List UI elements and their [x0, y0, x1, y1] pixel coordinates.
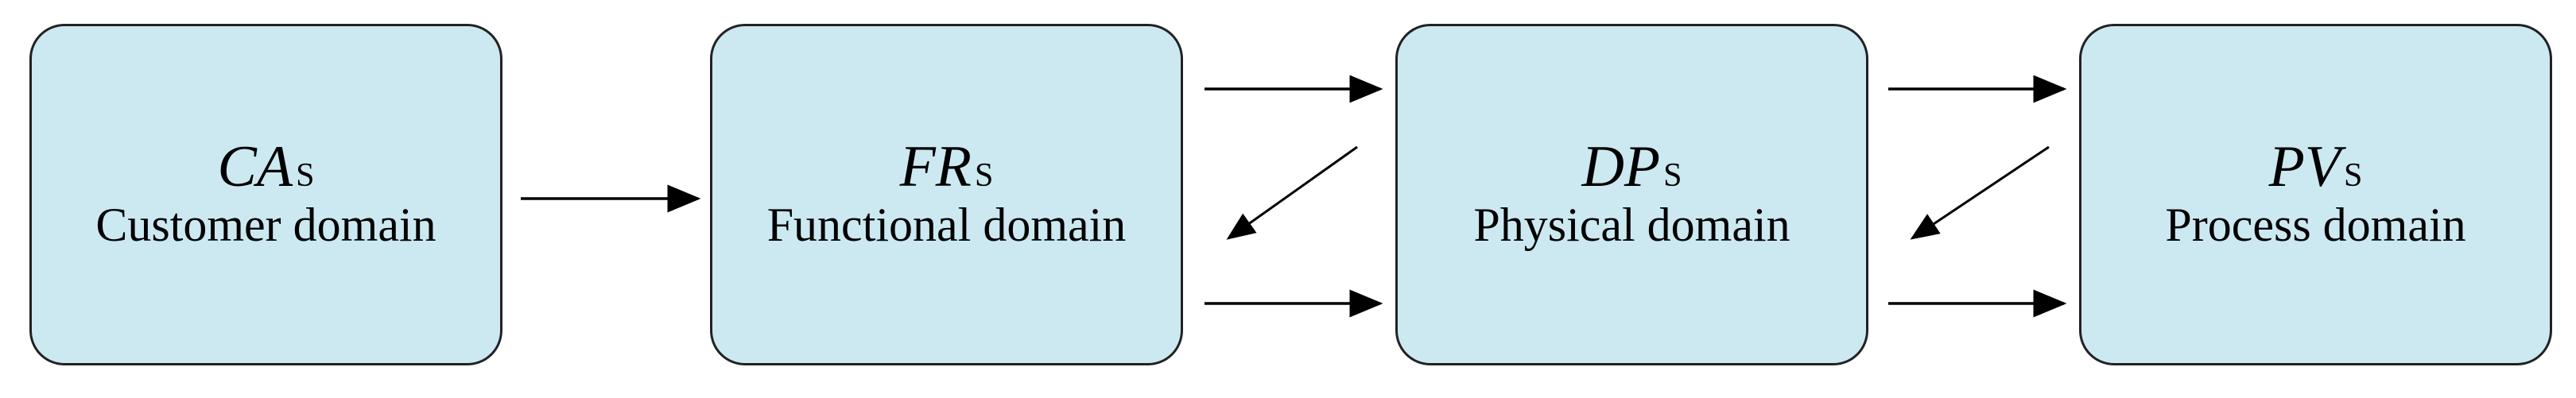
customer-domain-subscript: S: [296, 156, 315, 194]
process-domain-subscript: S: [2344, 156, 2363, 194]
functional-domain-label: Functional domain: [766, 199, 1127, 252]
customer-domain-box: CAS Customer domain: [29, 24, 502, 365]
physical-domain-label: Physical domain: [1473, 199, 1790, 252]
physical-domain-box: DPS Physical domain: [1395, 24, 1868, 365]
physical-domain-subscript: S: [1663, 156, 1682, 194]
arrow-process-to-physical-feedback: [1910, 145, 2050, 240]
process-domain-label: Process domain: [2165, 199, 2466, 252]
process-domain-box: PVS Process domain: [2079, 24, 2552, 365]
customer-domain-symbol: CAS: [217, 133, 315, 199]
customer-domain-label: Customer domain: [95, 199, 436, 252]
functional-domain-box: FRS Functional domain: [710, 24, 1183, 365]
functional-domain-symbol: FRS: [899, 133, 994, 199]
process-domain-symbol: PVS: [2268, 133, 2363, 199]
physical-domain-symbol: DPS: [1581, 133, 1682, 199]
arrow-physical-to-functional-feedback: [1226, 145, 1358, 240]
functional-domain-subscript: S: [975, 156, 994, 194]
